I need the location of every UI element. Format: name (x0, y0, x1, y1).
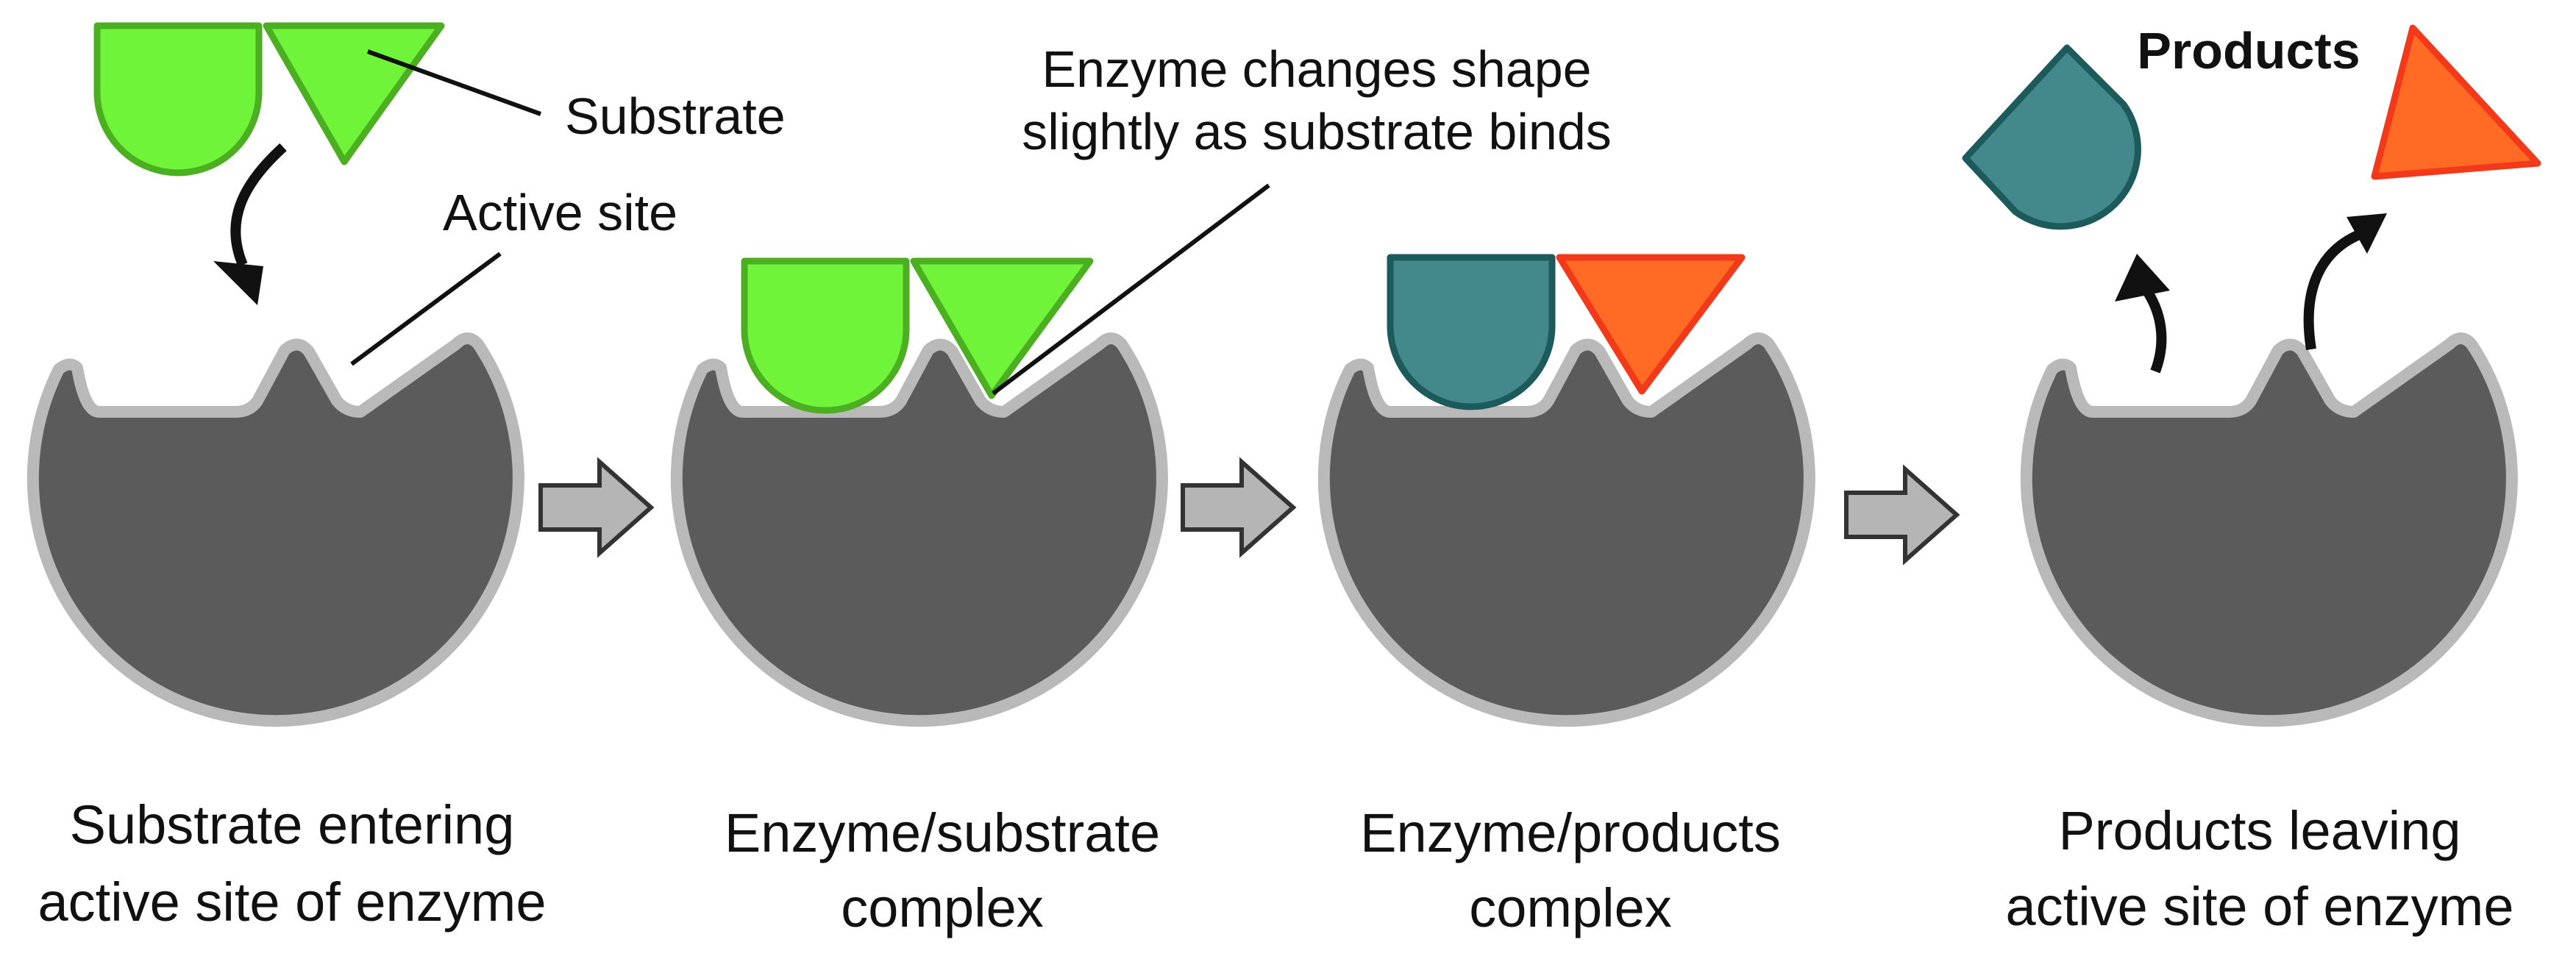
stage-1-caption-line-1: Substrate entering (70, 794, 515, 855)
stage-4-group: Products Products leaving active site of… (1962, 22, 2541, 937)
stage-3-enzyme (1324, 338, 1810, 721)
stage-1-group: Substrate Active site Substrate entering… (33, 22, 786, 933)
released-product-round-piece-icon (1962, 44, 2141, 230)
active-site-label: Active site (443, 184, 677, 241)
released-product-triangle-piece-icon (2371, 24, 2541, 180)
shape-change-pointer-line (992, 183, 1270, 396)
active-site-pointer-line (350, 252, 502, 366)
bound-products-group (1387, 254, 1746, 410)
stage-3-caption-line-2: complex (1469, 877, 1672, 938)
substrate-label: Substrate (565, 88, 786, 145)
step-arrow-2-icon (1183, 462, 1293, 553)
bound-substrate-group (741, 257, 1094, 414)
stage-3-caption-line-1: Enzyme/products (1360, 802, 1781, 863)
enzyme-icon (1324, 338, 1810, 721)
stage-1-enzyme (33, 338, 519, 721)
substrate-round-piece-icon (93, 22, 263, 177)
substrate-triangle-piece-icon (263, 22, 445, 165)
stage-1-caption-line-2: active site of enzyme (38, 872, 547, 933)
bound-product-round-piece-icon (1387, 254, 1556, 410)
stage-2-caption-line-2: complex (841, 877, 1044, 938)
product-exit-arrowhead-right-icon (2346, 213, 2387, 254)
bound-substrate-round-piece-icon (741, 257, 910, 414)
enzyme-icon (2027, 338, 2512, 721)
stage-2-enzyme (677, 338, 1162, 721)
products-label: Products (2137, 22, 2360, 79)
stage-2-caption-line-1: Enzyme/substrate (725, 802, 1160, 863)
bound-product-triangle-piece-icon (1556, 254, 1746, 395)
stage-2-group: Enzyme changes shape slightly as substra… (677, 40, 1612, 938)
substrate-pointer-line (366, 49, 542, 116)
product-exit-arrow-left-icon (2140, 283, 2167, 374)
stage-4-caption-line-1: Products leaving (2058, 800, 2461, 861)
product-exit-arrowhead-left-icon (2115, 254, 2170, 302)
step-arrow-3-icon (1846, 469, 1957, 560)
substrate-group (93, 22, 445, 177)
substrate-entry-arrowhead-icon (213, 261, 263, 305)
stage-4-caption-line-2: active site of enzyme (2006, 876, 2514, 937)
shape-change-label-line-2: slightly as substrate binds (1022, 103, 1612, 160)
substrate-entry-arrow-icon (230, 143, 287, 267)
enzyme-icon (33, 338, 519, 721)
stage-3-group: Enzyme/products complex (1324, 254, 1810, 938)
bound-substrate-triangle-piece-icon (910, 257, 1094, 399)
shape-change-label-line-1: Enzyme changes shape (1042, 40, 1591, 98)
enzyme-icon (677, 338, 1162, 721)
product-exit-arrow-right-icon (2303, 230, 2360, 351)
stage-4-enzyme (2027, 338, 2512, 721)
step-arrow-1-icon (541, 462, 651, 553)
